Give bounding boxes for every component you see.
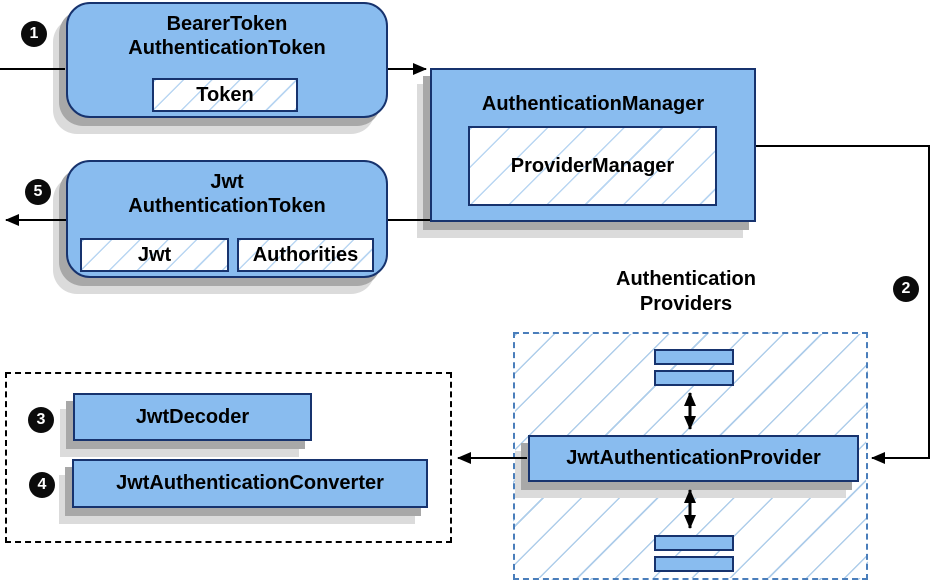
step-3-badge: 3 bbox=[28, 407, 54, 433]
jwt-decoder-node: JwtDecoder bbox=[73, 393, 312, 441]
jwt-token-title-line2: AuthenticationToken bbox=[128, 195, 326, 217]
authentication-manager-title: AuthenticationManager bbox=[481, 93, 705, 115]
other-provider-bar-bottom-1 bbox=[654, 535, 734, 551]
jwt-token-title-line1: Jwt bbox=[210, 171, 244, 193]
jwt-decoder-converter-group-box bbox=[5, 372, 452, 543]
step-2-badge: 2 bbox=[893, 276, 919, 302]
providers-label-line2: Providers bbox=[639, 293, 733, 315]
providers-label-line1: Authentication bbox=[616, 268, 756, 290]
authentication-manager-node: AuthenticationManager ProviderManager bbox=[430, 68, 756, 222]
jwt-authentication-provider-node: JwtAuthenticationProvider bbox=[528, 435, 859, 482]
step-1-badge: 1 bbox=[21, 21, 47, 47]
authentication-providers-label: Authentication Providers bbox=[561, 267, 811, 317]
bearer-token-title-line1: BearerToken bbox=[166, 13, 288, 35]
other-provider-bar-top-1 bbox=[654, 349, 734, 365]
jwt-authentication-converter-node: JwtAuthenticationConverter bbox=[72, 459, 428, 508]
token-chip: Token bbox=[152, 78, 298, 112]
bearer-token-title-line2: AuthenticationToken bbox=[128, 37, 326, 59]
other-provider-bar-bottom-2 bbox=[654, 556, 734, 572]
step-5-badge: 5 bbox=[25, 179, 51, 205]
step-4-badge: 4 bbox=[29, 472, 55, 498]
jwt-authentication-token-node: Jwt AuthenticationToken Jwt Authorities bbox=[66, 160, 388, 278]
authorities-chip: Authorities bbox=[237, 238, 374, 272]
jwt-chip: Jwt bbox=[80, 238, 229, 272]
other-provider-bar-top-2 bbox=[654, 370, 734, 386]
bearer-token-authentication-token-node: BearerToken AuthenticationToken Token bbox=[66, 2, 388, 118]
provider-manager-chip: ProviderManager bbox=[468, 126, 717, 206]
